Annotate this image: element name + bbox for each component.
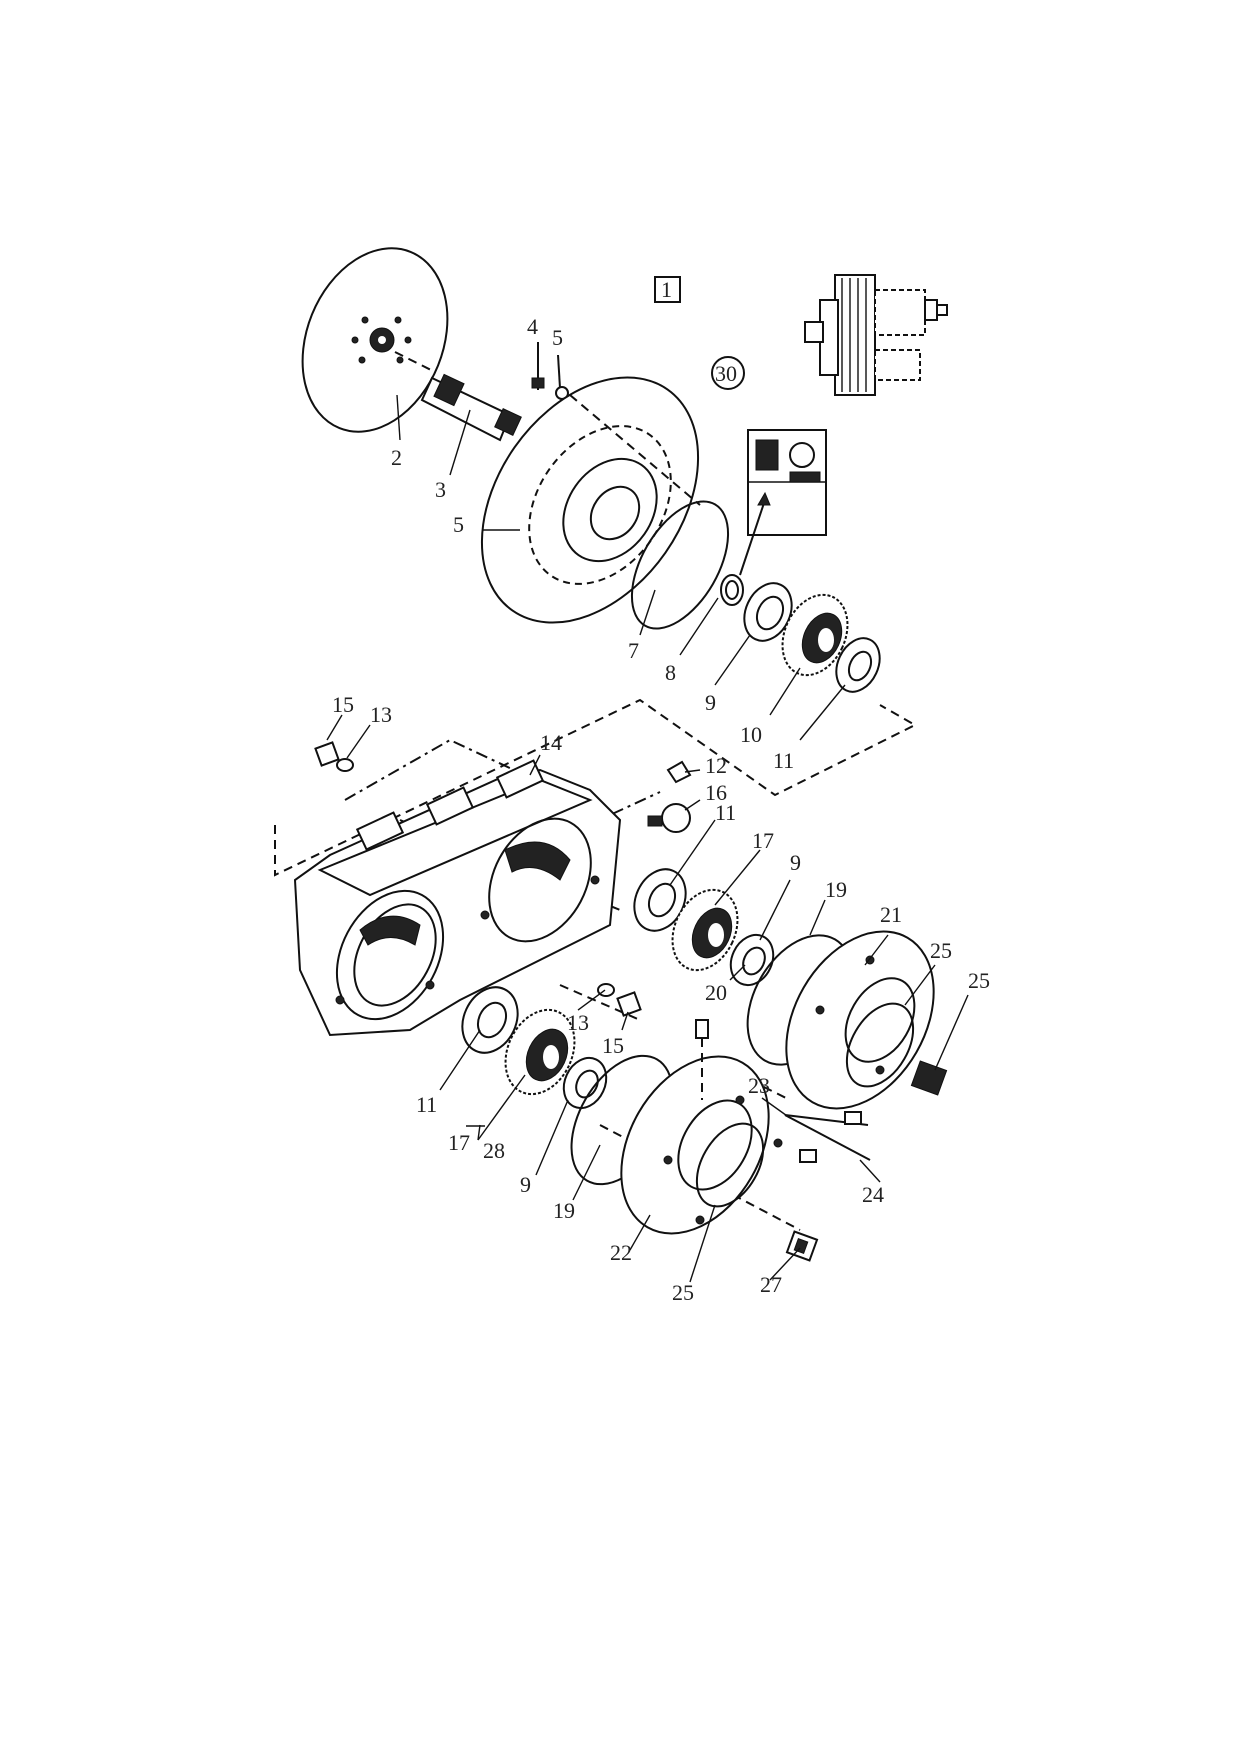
end-cover-lower	[620, 1055, 770, 1235]
o-ring	[630, 500, 730, 630]
callout-4: 4	[527, 314, 538, 339]
callout-25-right-lower: 25	[968, 968, 990, 993]
callout-17-lower: 17	[448, 1130, 470, 1155]
callout-13-upper: 13	[370, 702, 392, 727]
callout-11-middle: 11	[715, 800, 736, 825]
pressure-fitting	[695, 1019, 709, 1100]
drive-gear-middle	[671, 888, 739, 972]
callout-10: 10	[740, 722, 762, 747]
callout-25-lower: 25	[672, 1280, 694, 1305]
transmission-case	[293, 759, 622, 1037]
sheet-label-circle: 30	[711, 356, 745, 390]
assembly-inset-drawing	[804, 274, 948, 396]
drive-gear-lower	[504, 1008, 576, 1096]
callout-5-flange: 5	[453, 512, 464, 537]
callout-23: 23	[748, 1073, 770, 1098]
flex-plate-disc	[301, 247, 449, 433]
callout-5-upper: 5	[552, 325, 563, 350]
callout-20: 20	[705, 980, 727, 1005]
seal-right	[845, 1002, 915, 1088]
callout-21: 21	[880, 902, 902, 927]
callout-11-lower: 11	[416, 1092, 437, 1117]
callout-9-lower: 9	[520, 1172, 531, 1197]
callout-22: 22	[610, 1240, 632, 1265]
fitting-upper	[647, 760, 692, 833]
sheet-label: 30	[715, 361, 737, 386]
cover-bolts	[773, 1111, 871, 1163]
callout-17-middle: 17	[752, 828, 774, 853]
bearing-right-upper	[835, 637, 881, 693]
callout-2: 2	[391, 445, 402, 470]
callout-3: 3	[435, 477, 446, 502]
seal-lower	[695, 1122, 765, 1208]
bushing-right	[910, 1060, 948, 1096]
callout-15-upper: 15	[332, 692, 354, 717]
callout-9-upper: 9	[705, 690, 716, 715]
callout-numbers: 2 3 4 5 5 7 8 9 10 11 15 13 14 12 16 11 …	[332, 314, 990, 1305]
input-shaft	[420, 373, 522, 442]
drain-plug-upper	[314, 741, 354, 772]
bearing-small-lower	[562, 1056, 608, 1110]
pump-housing-flange	[480, 376, 701, 624]
callout-19-right: 19	[825, 877, 847, 902]
bearing-small-middle	[729, 933, 775, 987]
snap-ring	[720, 574, 744, 606]
callout-27: 27	[760, 1272, 782, 1297]
callout-14: 14	[540, 730, 562, 755]
callout-15-lower: 15	[602, 1033, 624, 1058]
callout-12: 12	[705, 753, 727, 778]
callout-16: 16	[705, 780, 727, 805]
callout-25-right-upper: 25	[930, 938, 952, 963]
callout-9-middle: 9	[790, 850, 801, 875]
callout-13-lower: 13	[567, 1010, 589, 1035]
end-cover-right	[785, 930, 935, 1110]
callout-19-lower: 19	[553, 1198, 575, 1223]
bolt-and-washer	[531, 342, 569, 400]
group-label: 1	[661, 277, 672, 302]
callout-7: 7	[628, 638, 639, 663]
bearing-section-inset	[739, 429, 827, 576]
drain-plug-lower	[597, 983, 642, 1017]
group-label-box: 1	[654, 276, 681, 303]
callout-24: 24	[862, 1182, 884, 1207]
callout-28: 28	[483, 1138, 505, 1163]
callout-11-upper: 11	[773, 748, 794, 773]
bearing-upper	[743, 582, 793, 642]
leader-lines	[326, 394, 969, 1283]
callout-8: 8	[665, 660, 676, 685]
